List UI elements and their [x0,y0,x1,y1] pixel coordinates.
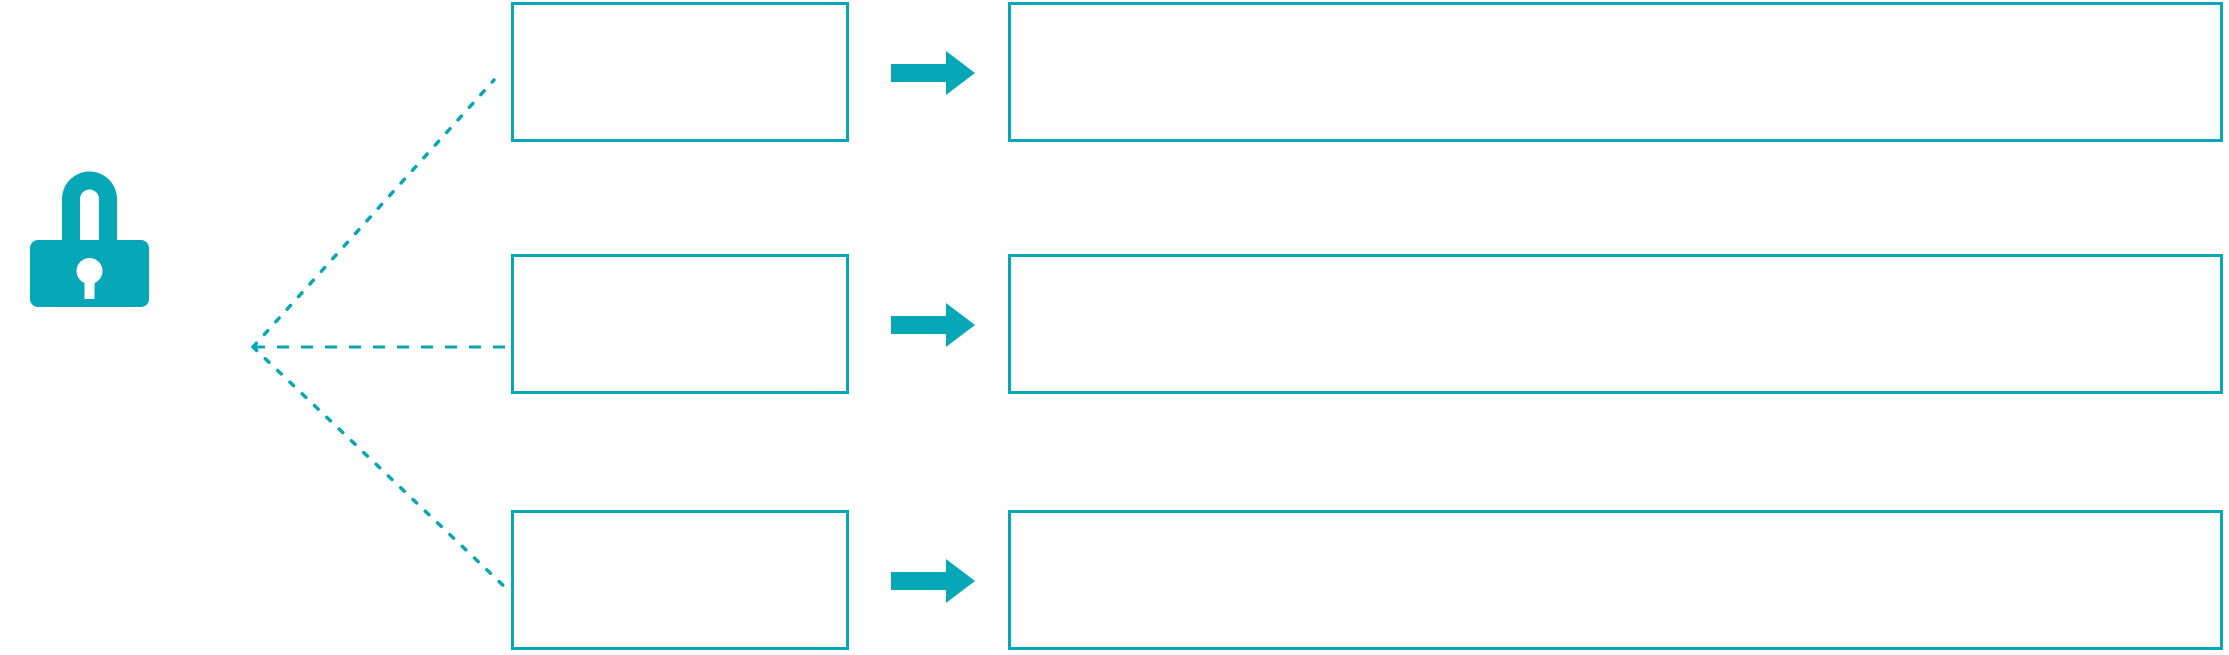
row-2-small-box[interactable] [511,254,849,394]
diagram-row-1 [0,2,2229,144]
row-3-large-box[interactable] [1008,510,2223,650]
row-3-arrow-right-icon [891,559,975,603]
row-1-large-box[interactable] [1008,2,2223,142]
row-1-arrow-right-icon [891,51,975,95]
row-2-arrow-right-icon [891,303,975,347]
padlock-icon [27,152,152,307]
row-2-large-box[interactable] [1008,254,2223,394]
diagram-row-2 [0,254,2229,396]
row-3-small-box[interactable] [511,510,849,650]
diagram-row-3 [0,510,2229,652]
row-1-small-box[interactable] [511,2,849,142]
